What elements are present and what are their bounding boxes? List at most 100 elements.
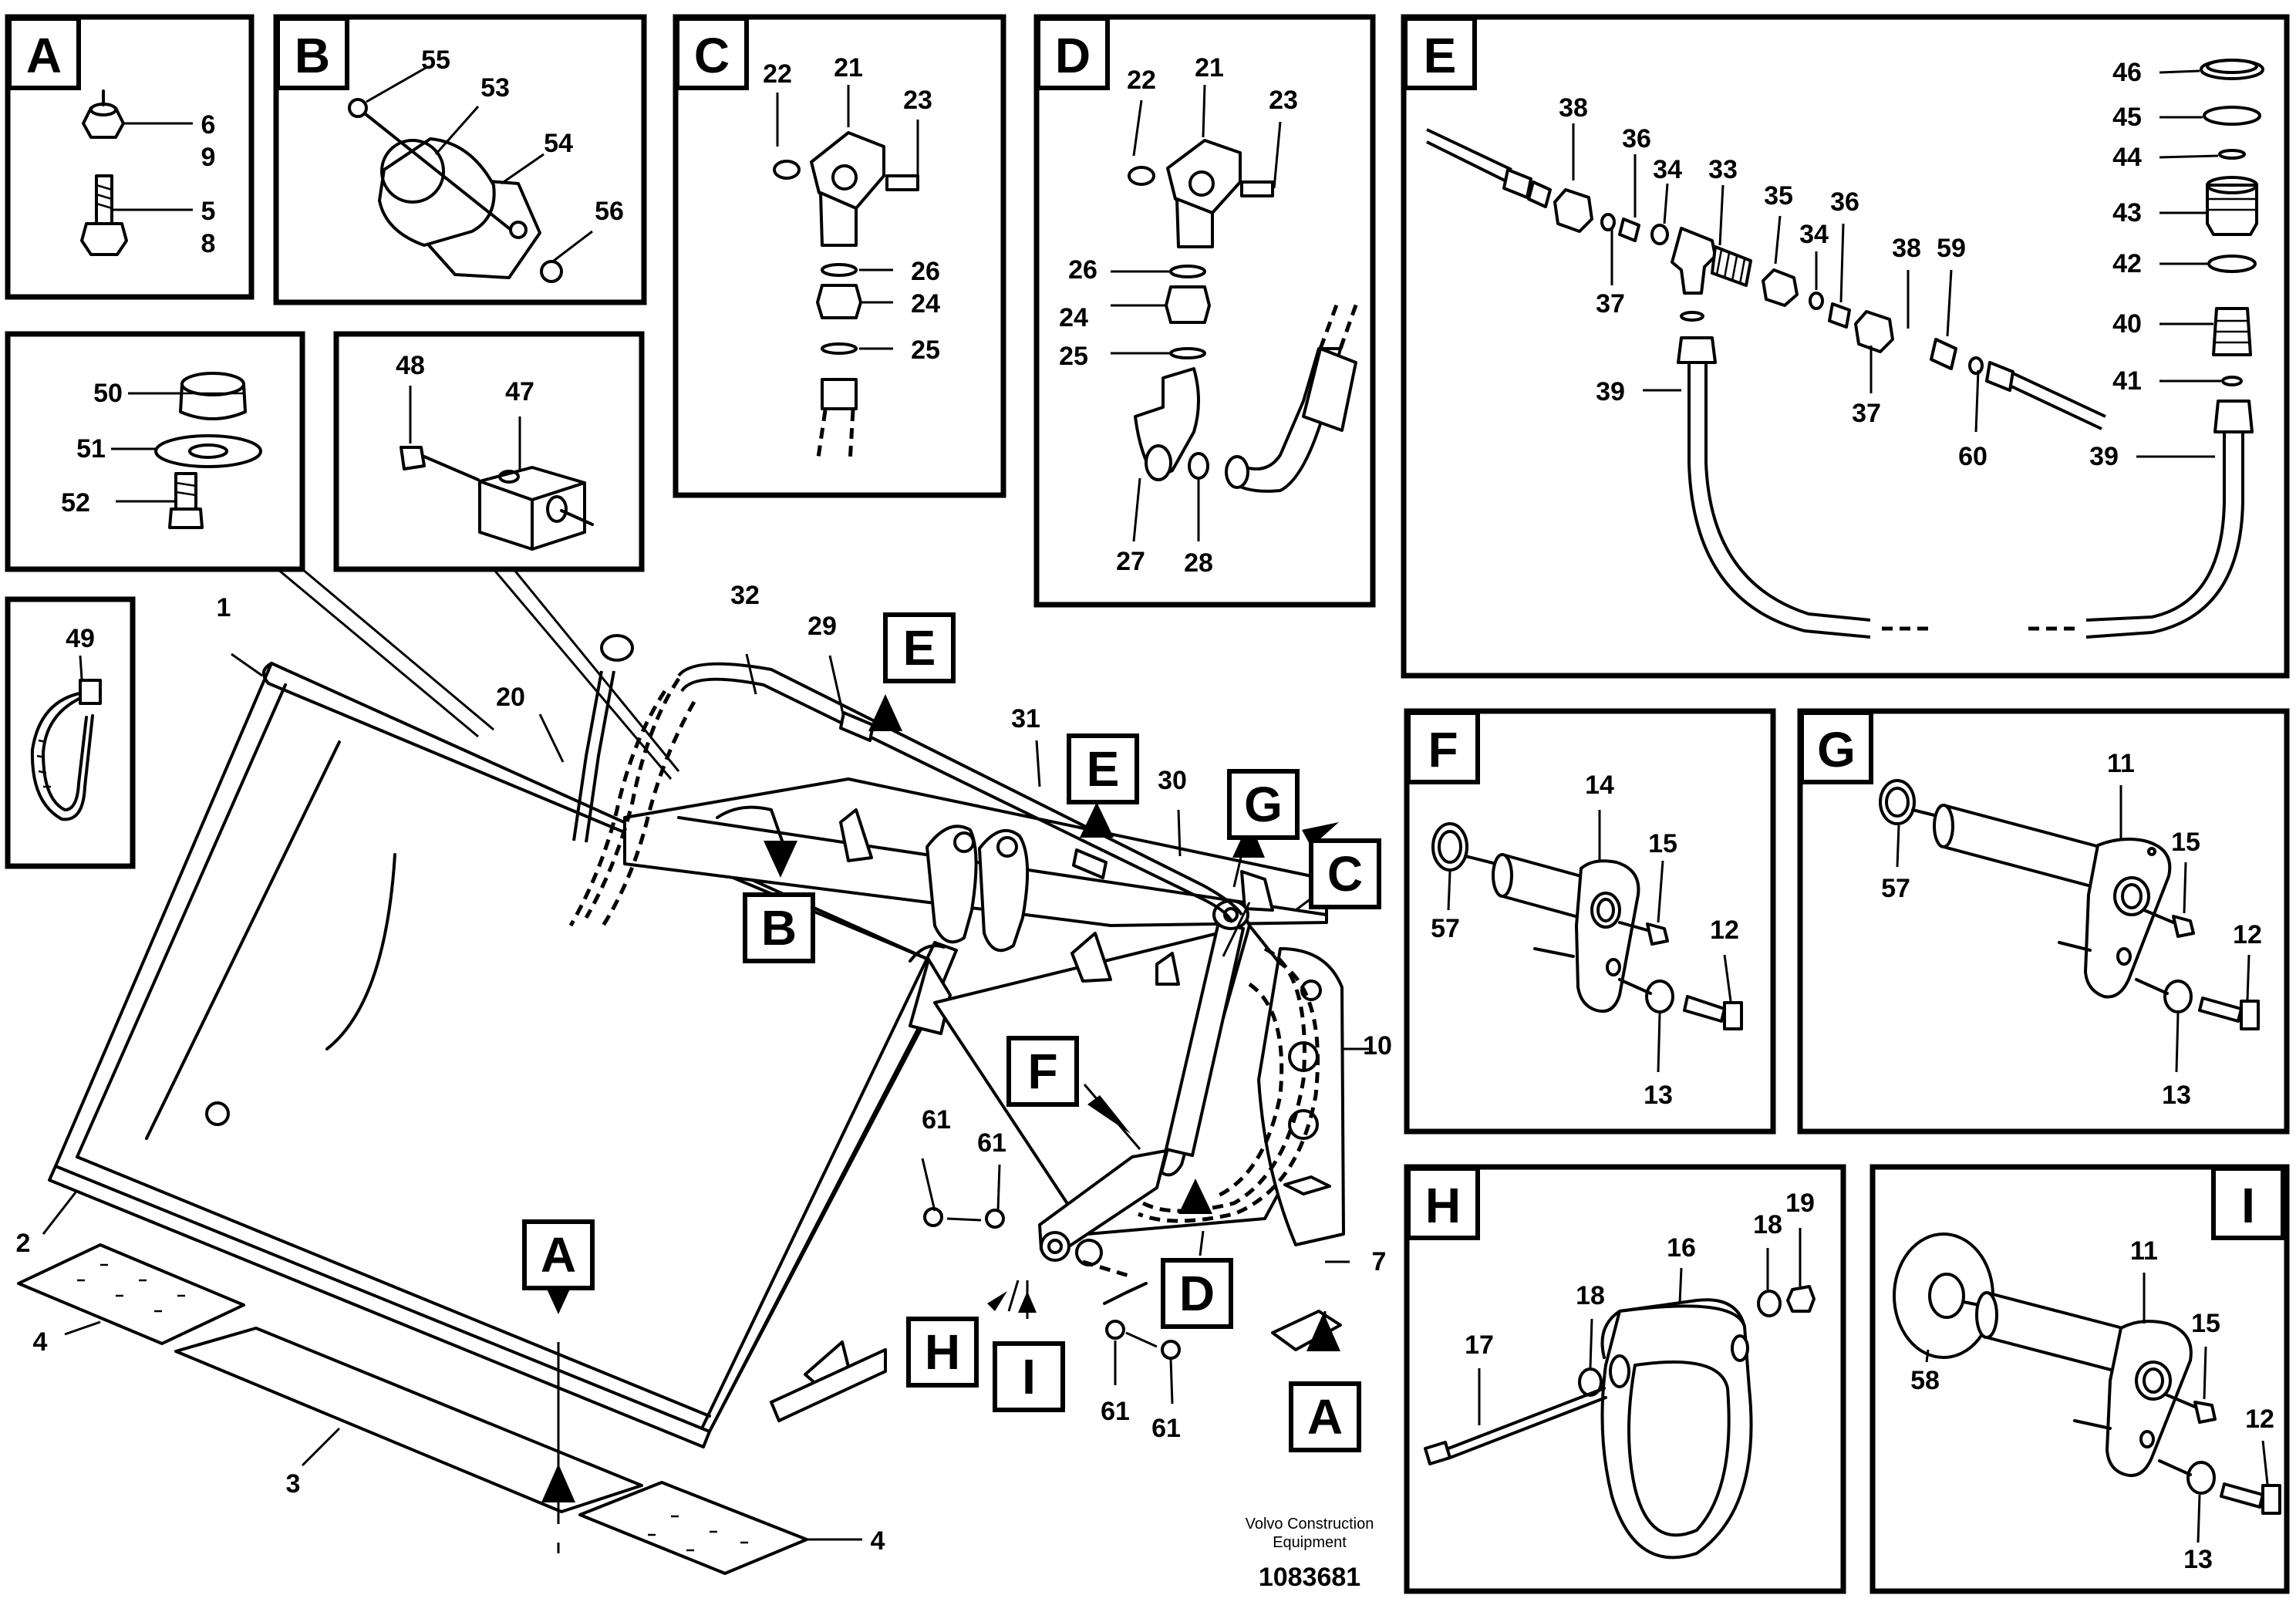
part-number: 15 [2191, 1309, 2220, 1338]
part-number: 23 [1269, 86, 1298, 115]
part-number: 3 [286, 1469, 301, 1499]
part-number: 18 [1753, 1210, 1782, 1239]
main-callouts: E E G C B F A D H I A [522, 612, 1381, 1452]
tube-fittings [839, 711, 1108, 879]
part-number: 60 [1958, 442, 1988, 471]
panel-d-frame [1033, 14, 1376, 608]
flange-nut-part [82, 89, 125, 139]
panel-c-letter: C [694, 28, 730, 83]
part-number: 5 [201, 197, 216, 226]
part-number: 32 [730, 581, 760, 610]
part-number: 30 [1158, 766, 1187, 795]
lifting-eye-part [1424, 1285, 1816, 1560]
part-number: 1 [217, 593, 231, 622]
part-number: 56 [595, 197, 624, 226]
panel-cap-washer: 50 51 52 [5, 331, 305, 572]
callout-letter: F [1027, 1044, 1057, 1099]
part-number: 4 [33, 1327, 48, 1357]
panel-e-letter-box [1403, 16, 1477, 90]
callout-box [1161, 1258, 1233, 1329]
callout-letter: B [761, 900, 797, 956]
part-number: 61 [1101, 1397, 1130, 1426]
part-number: 33 [1708, 155, 1738, 184]
callout-box [883, 612, 956, 683]
hose-tee-assembly [1426, 59, 2264, 639]
panel-c: C 22 21 23 26 24 25 [673, 14, 1006, 498]
part-number: 24 [911, 289, 940, 319]
wear-plates [17, 1243, 808, 1575]
part-number: 25 [911, 336, 940, 365]
callout-box [906, 1317, 979, 1388]
panel-i-letter: I [2241, 1178, 2255, 1233]
part-number: 12 [2233, 920, 2262, 949]
part-number: 50 [93, 379, 123, 408]
panel-a-letter: A [26, 28, 62, 83]
arrowhead [1018, 1291, 1037, 1313]
arrowhead [1087, 1095, 1131, 1134]
part-number: 22 [763, 59, 792, 89]
panel-f: F 57 14 15 12 13 [1404, 708, 1776, 1135]
panel-h-frame [1404, 1164, 1846, 1594]
clamp-block-part [478, 466, 586, 551]
panel-a-letter-box [7, 16, 81, 90]
part-number: 57 [1881, 874, 1910, 903]
part-number: 38 [1559, 93, 1588, 123]
part-number: 22 [1127, 66, 1156, 95]
callout-letter: G [1244, 777, 1283, 832]
part-number: 18 [1576, 1281, 1605, 1310]
callout-box [1289, 1381, 1361, 1452]
part-number: 19 [1785, 1189, 1815, 1218]
panel-f-letter-box [1406, 710, 1480, 784]
footer: Volvo Construction Equipment 1083681 [1246, 1516, 1374, 1592]
part-number: 47 [505, 377, 534, 406]
panel-i-letter-box [2211, 1166, 2285, 1240]
arrowhead [868, 694, 902, 731]
part-number: 39 [1596, 377, 1625, 406]
callout-letter: A [541, 1227, 576, 1283]
panel-b-frame [273, 14, 647, 305]
part-number: 25 [1059, 342, 1088, 371]
part-number: 61 [977, 1128, 1006, 1158]
part-number: 38 [1892, 234, 1921, 263]
panel-b-letter-box [275, 16, 349, 90]
panel-cable-tie: 49 [5, 596, 136, 869]
part-number: 27 [1116, 547, 1145, 576]
part-number: 23 [903, 86, 932, 115]
part-number: 61 [922, 1105, 951, 1135]
cap-part [179, 372, 247, 420]
pin-with-plate-part [1893, 1233, 2281, 1515]
callout-box [522, 1219, 595, 1290]
part-number: 13 [2183, 1545, 2213, 1574]
panel-b: B 55 53 54 56 [273, 14, 647, 305]
part-number: 2 [16, 1229, 31, 1258]
panel-h: H 17 18 16 18 19 [1404, 1164, 1846, 1594]
part-number: 14 [1585, 771, 1614, 800]
panel-a-frame [5, 14, 255, 300]
callout-box [1006, 1036, 1079, 1107]
part-number: 20 [496, 683, 525, 712]
part-number: 48 [396, 351, 425, 380]
brand-line-2: Equipment [1273, 1534, 1347, 1551]
panel-e: E [1401, 14, 2290, 679]
part-number: 31 [1011, 704, 1040, 733]
part-number: 46 [2112, 58, 2142, 87]
panel-g-letter: G [1817, 722, 1856, 777]
panel-g: G 57 11 15 12 13 [1797, 708, 2290, 1135]
callout-letter: I [1022, 1349, 1036, 1404]
panel-d: D 22 21 23 26 24 25 [1033, 14, 1376, 608]
arrowhead [1178, 1179, 1212, 1214]
panel-g-frame [1797, 708, 2290, 1135]
part-number: 17 [1465, 1330, 1494, 1360]
main-part-numbers: 1 20 32 29 31 30 10 61 61 2 4 3 4 61 61 … [16, 581, 1392, 1556]
part-number: 16 [1667, 1233, 1696, 1263]
part-number: 37 [1852, 399, 1881, 428]
washer-part [154, 434, 262, 468]
panel-clamp-frame [333, 331, 645, 572]
part-number: 12 [1710, 916, 1739, 945]
part-number: 45 [2112, 103, 2142, 132]
panel-i: I 58 11 15 12 13 [1870, 1164, 2290, 1594]
panel-d-letter-box [1036, 16, 1110, 90]
callout-box [1309, 838, 1381, 909]
main-hose-lines [568, 634, 1320, 1280]
panel-g-letter-box [1799, 710, 1873, 784]
